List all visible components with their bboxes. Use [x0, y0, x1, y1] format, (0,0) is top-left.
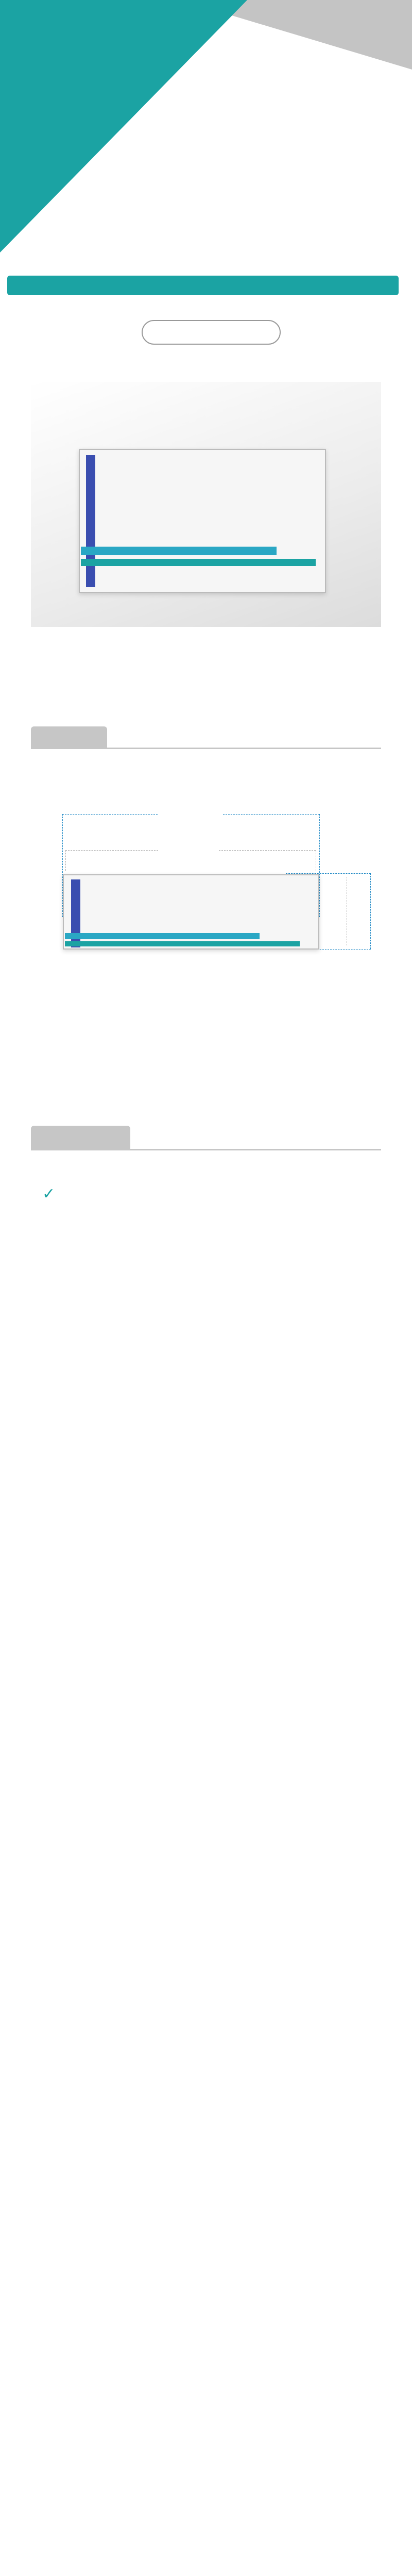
check-icon: ✓: [42, 1185, 56, 1203]
section-rule: [31, 748, 381, 749]
sign-blue-bar: [86, 455, 95, 587]
dim-line: [370, 873, 371, 949]
sign-stripe-2: [65, 941, 300, 946]
dim-line: [319, 814, 320, 917]
section-header-size: [31, 726, 381, 749]
section-tab: [31, 726, 107, 749]
dim-line: [223, 814, 319, 815]
dim-line: [219, 850, 316, 851]
dim-line: [286, 873, 371, 874]
size-badge: [142, 320, 281, 345]
size-sign-preview: [63, 874, 319, 950]
sign-stripe-1: [81, 547, 277, 555]
sign-stripe-1: [65, 933, 260, 939]
dim-line: [286, 949, 371, 950]
section-header-features: [31, 1126, 381, 1150]
sign-blue-bar: [71, 879, 80, 947]
detail-info-bar: [7, 276, 399, 295]
sign-preview: [79, 449, 326, 593]
dim-line: [62, 814, 63, 917]
sign-stripe-2: [81, 559, 316, 566]
section-rule: [31, 1149, 381, 1150]
dim-line: [65, 850, 158, 851]
dim-line: [65, 850, 66, 871]
product-photo: [31, 382, 381, 627]
section-tab: [31, 1126, 130, 1150]
dim-line: [62, 814, 158, 815]
